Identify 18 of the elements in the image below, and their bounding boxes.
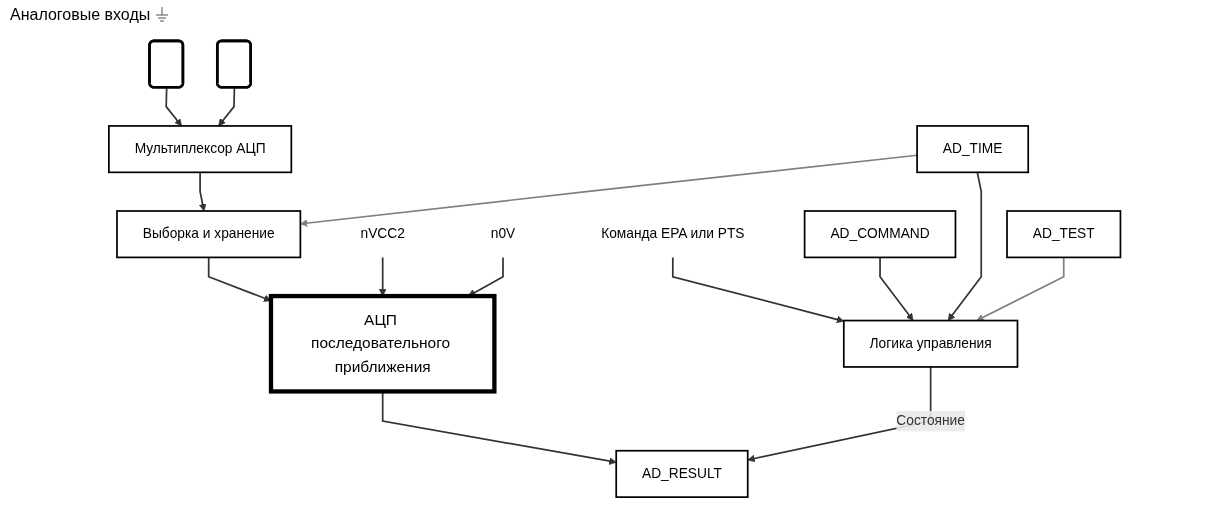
node-box: АЦП последовательного приближения (268, 293, 497, 394)
node-box: Логика управления (842, 319, 1019, 368)
node-text: Команда EPA или PTS (600, 226, 745, 242)
node-box: AD_TIME (916, 125, 1029, 174)
arrow (671, 256, 844, 324)
arrow (879, 256, 914, 321)
input-label: Аналоговые входы (10, 6, 151, 24)
node-text: nVCC2 (360, 226, 405, 242)
arrow (198, 171, 207, 212)
arrow (976, 256, 1065, 321)
node-box: Выборка и хранение (116, 210, 302, 259)
arrow (947, 171, 982, 321)
node-box: AD_COMMAND (803, 210, 957, 259)
node-box: AD_RESULT (615, 449, 749, 498)
edge-label: Состояние (896, 413, 965, 428)
node-box: AD_TEST (1006, 210, 1122, 259)
node-box: Мультиплексор АЦП (107, 125, 293, 174)
node-text: n0V (490, 226, 516, 242)
